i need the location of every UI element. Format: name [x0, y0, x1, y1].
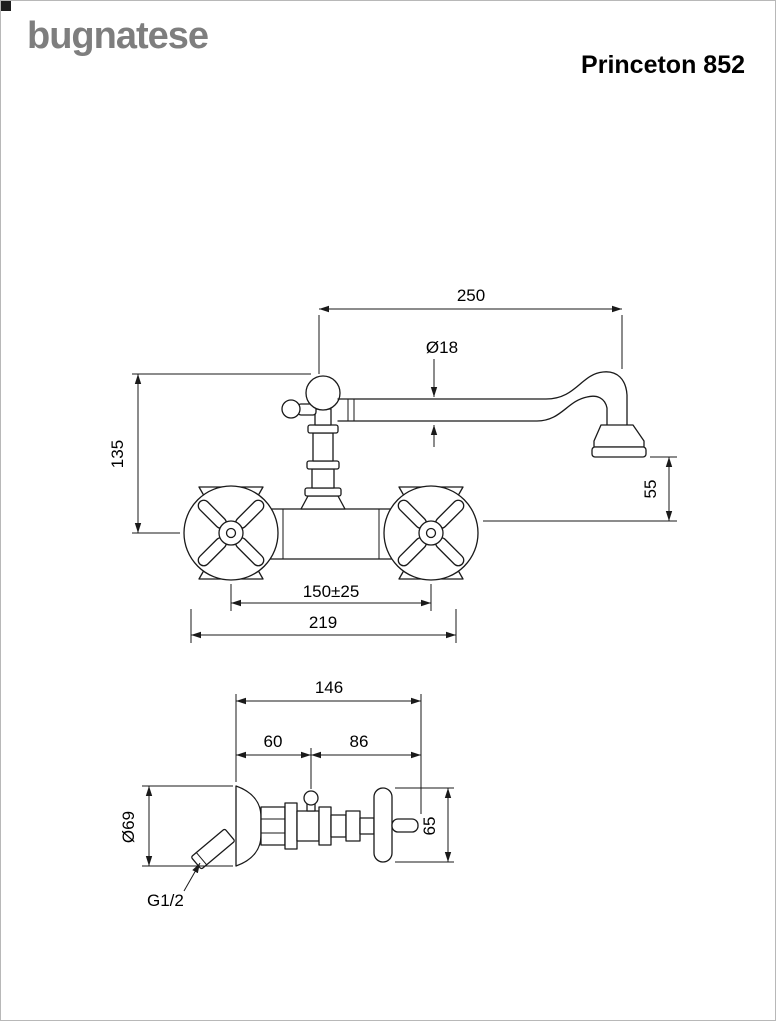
left-cross-handle [183, 485, 279, 581]
dim-label-outlet-drop: 55 [641, 480, 660, 499]
body-cylinder [330, 814, 347, 838]
body-ring [318, 806, 332, 846]
column-ring [306, 460, 340, 470]
wall-flange [235, 785, 262, 867]
dim-overall-depth-146: 146 [235, 678, 422, 814]
front-view-drawing: 250 Ø18 135 55 [108, 286, 677, 643]
dim-label-inlet-centers: 150±25 [303, 582, 360, 601]
dim-overall-width-219: 219 [190, 609, 457, 643]
body-cylinder [296, 810, 320, 842]
handle-arm [391, 818, 419, 833]
dim-label-flange-diameter: Ø69 [119, 811, 138, 843]
dim-label-overall-depth: 146 [315, 678, 343, 697]
dim-spout-diameter-18: Ø18 [426, 338, 458, 447]
dim-label-spout-reach: 250 [457, 286, 485, 305]
dim-label-overall-width: 219 [309, 613, 337, 632]
spout-column [281, 375, 346, 510]
hex-nut [260, 806, 286, 846]
cartridge [345, 810, 361, 842]
dim-flange-diameter-69: Ø69 [119, 785, 233, 867]
dim-depth-split-60-86: 60 86 [236, 732, 421, 789]
dim-handle-span-65: 65 [395, 787, 454, 863]
product-title: Princeton 852 [581, 51, 745, 79]
dim-label-spout-diameter: Ø18 [426, 338, 458, 357]
side-body [260, 790, 375, 850]
side-handle [373, 787, 419, 863]
spout-tube-top-edge [337, 371, 628, 426]
handle-bar-vertical [373, 787, 393, 863]
inlet-pipe-cap-line [195, 852, 208, 866]
inlet-pipe [191, 828, 235, 870]
dim-spout-reach-250: 250 [318, 286, 623, 374]
outlet-flare [593, 424, 645, 448]
dim-label-center-to-handle: 86 [350, 732, 369, 751]
corner-mark [1, 1, 11, 11]
right-cross-handle [383, 485, 479, 581]
dim-height-135: 135 [108, 373, 311, 534]
dim-label-connection-thread: G1/2 [147, 891, 184, 910]
column-upper-neck [314, 408, 332, 426]
column-ring [304, 487, 342, 497]
outlet-aerator [591, 446, 647, 458]
brand-logo: bugnatese [27, 15, 209, 57]
right-handle-hub-center [425, 527, 437, 539]
column-finial-ball [305, 375, 341, 411]
dim-label-handle-span: 65 [420, 817, 439, 836]
side-view-drawing: 146 60 86 Ø69 65 [119, 678, 454, 910]
inlet-pipe-body [191, 828, 235, 870]
dim-label-wall-to-center: 60 [264, 732, 283, 751]
side-knob [281, 399, 301, 419]
column-shaft [312, 432, 334, 462]
handle-stem [359, 817, 375, 835]
left-handle-hub-center [225, 527, 237, 539]
dim-label-height: 135 [108, 440, 127, 468]
dim-inlet-centers-150: 150±25 [230, 582, 432, 611]
dim-connection-thread: G1/2 [147, 862, 201, 910]
spout-tube [337, 371, 647, 458]
dome-knob [303, 790, 319, 806]
column-base [300, 495, 346, 510]
column-collar [307, 424, 339, 434]
column-neck [311, 468, 335, 489]
dim-outlet-drop-55: 55 [483, 456, 677, 522]
leader-line [183, 862, 201, 892]
body-ring [284, 802, 298, 850]
spout-tube-bottom-edge [337, 395, 608, 426]
